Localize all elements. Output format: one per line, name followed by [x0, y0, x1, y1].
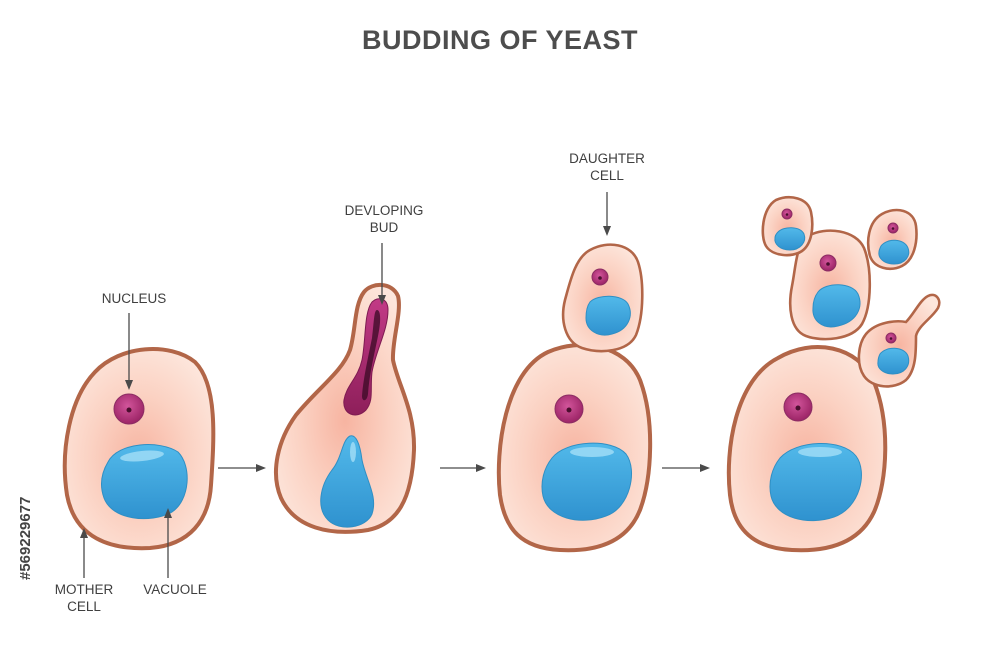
stage-arrow-2 — [440, 464, 486, 472]
label-mother-cell-line2: CELL — [67, 599, 101, 614]
stage-3-daughter-cell — [496, 243, 653, 553]
label-developing-bud-line2: BUD — [370, 220, 399, 235]
stage-4-colony — [726, 196, 941, 553]
pointer-vacuole — [164, 508, 172, 578]
vacuole-shape — [100, 444, 188, 520]
pointer-daughter-cell — [603, 192, 611, 236]
stage4-daughter-center-vacuole — [812, 284, 861, 328]
stage4-mother-vacuole-highlight — [798, 447, 842, 457]
label-mother-cell-line1: MOTHER — [55, 582, 114, 597]
stage4-daughter-right-vacuole — [877, 347, 910, 375]
daughter-nucleolus — [598, 276, 602, 280]
label-vacuole: VACUOLE — [143, 582, 207, 597]
pointer-mother-cell — [80, 528, 88, 578]
bud-nucleus-core — [362, 310, 381, 401]
stage-arrow-1 — [218, 464, 266, 472]
stage4-daughter-topright-nucleolus — [891, 227, 895, 230]
stage4-mother-nucleolus — [795, 405, 801, 411]
nucleolus-dot — [126, 407, 132, 413]
label-nucleus: NUCLEUS — [102, 291, 167, 306]
stage4-daughter-right-nucleolus — [889, 337, 893, 340]
stock-id-watermark: #569229677 — [17, 497, 34, 580]
label-developing-bud-line1: DEVLOPING — [345, 203, 424, 218]
label-daughter-cell-line2: CELL — [590, 168, 624, 183]
teardrop-vacuole — [320, 435, 375, 528]
stage4-daughter-topleft-vacuole — [774, 227, 806, 251]
stage4-daughter-topright-vacuole — [878, 239, 910, 265]
pointer-developing-bud — [378, 243, 386, 305]
stage-1-mother-cell — [62, 347, 216, 551]
stage3-mother-vacuole — [541, 442, 633, 521]
vacuole-highlight — [120, 450, 164, 462]
stage-arrow-3 — [662, 464, 710, 472]
stage4-daughter-topleft-nucleolus — [785, 213, 789, 216]
stage3-mother-nucleolus — [566, 407, 572, 413]
stage4-daughter-center-nucleolus — [826, 262, 830, 266]
pointer-nucleus — [125, 313, 133, 390]
teardrop-vacuole-highlight — [350, 442, 356, 462]
label-daughter-cell-line1: DAUGHTER — [569, 151, 645, 166]
diagram-title: BUDDING OF YEAST — [362, 25, 638, 55]
stage4-mother-vacuole — [769, 443, 862, 522]
stage3-mother-vacuole-highlight — [570, 447, 614, 457]
stage-2-developing-bud — [273, 283, 417, 534]
daughter-vacuole — [585, 295, 631, 336]
